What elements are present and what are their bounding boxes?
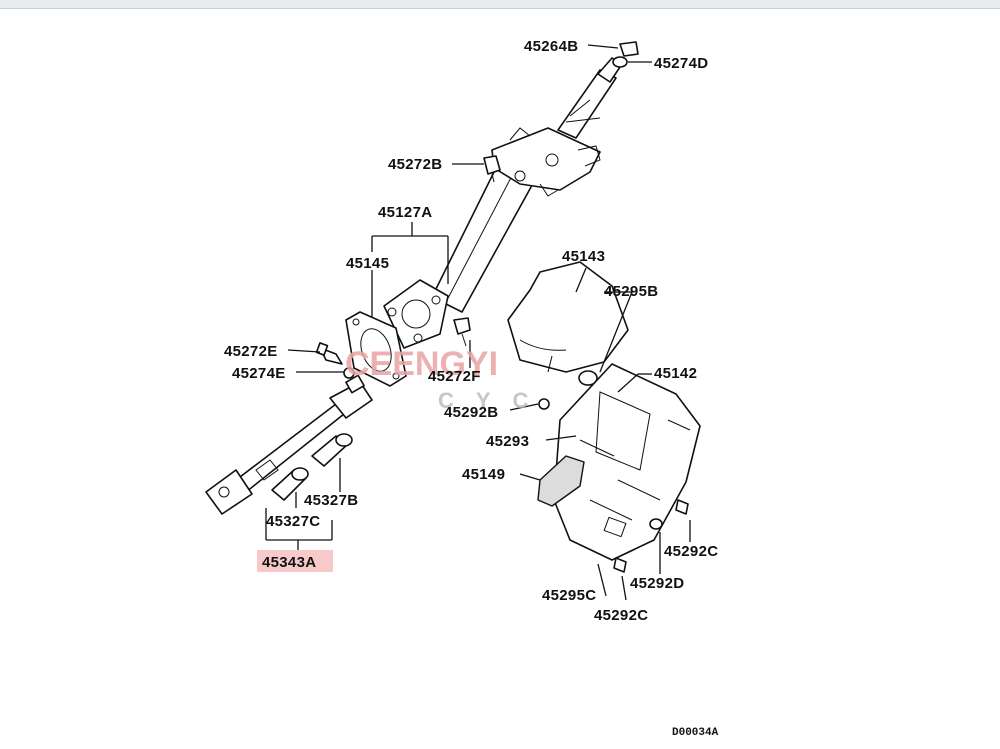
- part-45274E-washer: [343, 367, 355, 379]
- label-45143[interactable]: 45143: [562, 248, 605, 265]
- label-45327C[interactable]: 45327C: [266, 513, 320, 530]
- label-45274D[interactable]: 45274D: [654, 55, 708, 72]
- part-45292C-screw-right: [675, 499, 689, 515]
- part-45292B-screw: [538, 398, 550, 410]
- part-45272B-bolt: [483, 155, 501, 183]
- label-45343A[interactable]: 45343A: [262, 554, 316, 571]
- watermark-text-sub: CYC: [438, 388, 550, 413]
- part-45264B-clip: [619, 41, 639, 57]
- part-45327B-sleeve: [311, 433, 353, 467]
- label-45292D[interactable]: 45292D: [630, 575, 684, 592]
- part-45292C-screw-bottom: [613, 557, 627, 573]
- label-45274E[interactable]: 45274E: [232, 365, 286, 382]
- leader-lines: [265, 44, 691, 601]
- label-45295C[interactable]: 45295C: [542, 587, 596, 604]
- label-45327B[interactable]: 45327B: [304, 492, 358, 509]
- steering-column-assembly: [383, 57, 623, 349]
- label-45292C-right[interactable]: 45292C: [664, 543, 718, 560]
- label-45127A[interactable]: 45127A: [378, 204, 432, 221]
- label-45272B[interactable]: 45272B: [388, 156, 442, 173]
- part-45295B-ring: [578, 370, 598, 386]
- part-45145-plate: [345, 311, 407, 387]
- label-45149[interactable]: 45149: [462, 466, 505, 483]
- label-45293[interactable]: 45293: [486, 433, 529, 450]
- part-45292D-screw: [649, 518, 663, 530]
- intermediate-shaft-assembly: [205, 374, 373, 515]
- label-45142[interactable]: 45142: [654, 365, 697, 382]
- part-45272F-bolt: [453, 317, 471, 347]
- label-45272F[interactable]: 45272F: [428, 368, 481, 385]
- part-45143-upper-cover: [507, 261, 629, 373]
- part-45272E-bolt: [315, 342, 343, 365]
- diagram-code: D00034A: [672, 727, 719, 739]
- part-45327C-sleeve: [271, 467, 309, 501]
- label-45145[interactable]: 45145: [346, 255, 389, 272]
- part-labels: 45264B 45274D 45272B 45127A 45145 45143 …: [224, 38, 718, 624]
- part-45149-boot: [537, 455, 585, 507]
- label-45295B[interactable]: 45295B: [604, 283, 658, 300]
- part-45142-lower-cover: [553, 363, 701, 561]
- watermark-text-main: CEENGYI: [345, 345, 498, 383]
- part-45274D-washer: [612, 56, 628, 68]
- window-top-edge: [0, 0, 1000, 9]
- label-45292C-bottom[interactable]: 45292C: [594, 607, 648, 624]
- watermark: CEENGYI CYC: [345, 345, 550, 413]
- highlight-box: [257, 550, 333, 572]
- label-45272E[interactable]: 45272E: [224, 343, 278, 360]
- label-45264B[interactable]: 45264B: [524, 38, 578, 55]
- label-45292B[interactable]: 45292B: [444, 404, 498, 421]
